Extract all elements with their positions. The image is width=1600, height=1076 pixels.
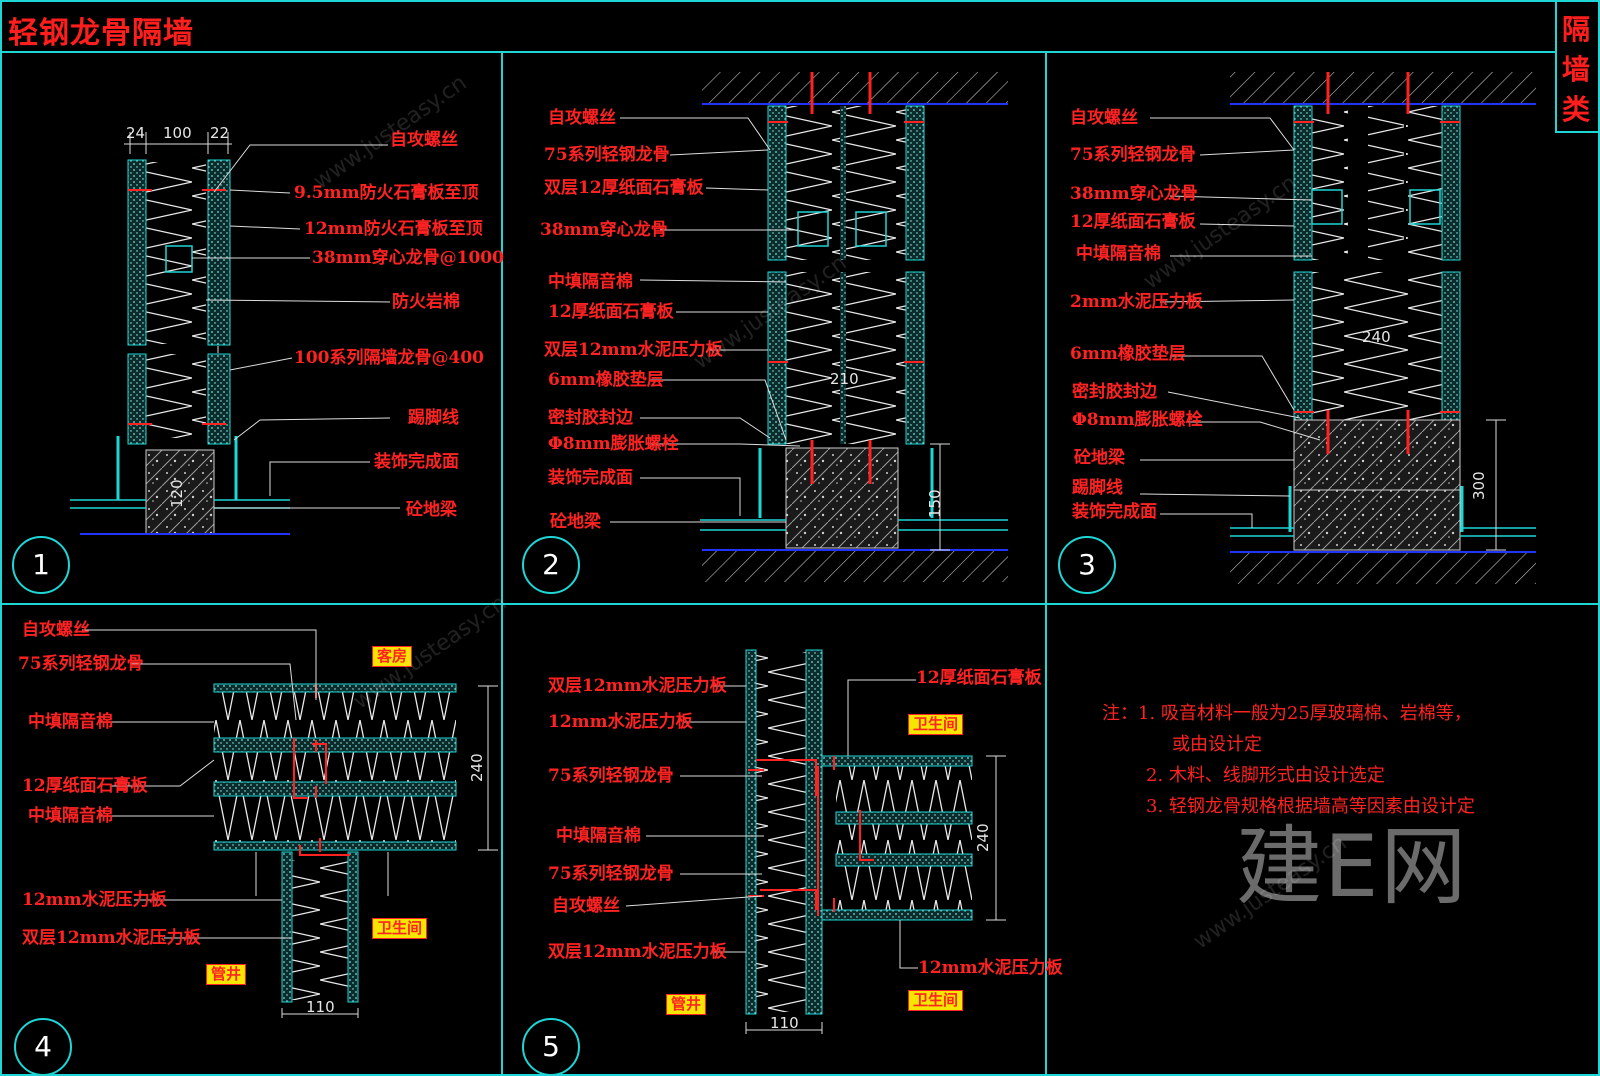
room-tag: 客房 [372,646,413,667]
p3-dim: 240 [1362,328,1391,346]
p2-dim: 150 [926,489,944,518]
p2-label: 6mm橡胶垫层 [548,370,664,390]
p5-dim: 110 [770,1014,799,1032]
p1-dim: 120 [168,479,186,508]
p3-label: 75系列轻钢龙骨 [1070,145,1196,165]
sheet-title: 轻钢龙骨隔墙 [8,16,194,51]
p5-label: 12mm水泥压力板 [918,958,1063,978]
p1-dim: 22 [210,124,230,142]
p2-dim: 210 [830,370,859,388]
p4-label: 12mm水泥压力板 [22,890,167,910]
category-title-char: 墙 [1561,53,1590,86]
p3-label: 踢脚线 [1072,478,1123,498]
detail-2-drawing [610,72,1008,582]
p2-label: 38mm穿心龙骨 [540,220,668,240]
p3-label: 装饰完成面 [1072,502,1157,522]
p4-label: 中填隔音棉 [28,712,113,732]
p1-label: 38mm穿心龙骨@1000 [312,248,504,268]
p3-label: 2mm水泥压力板 [1070,292,1203,312]
p2-label: Φ8mm膨胀螺栓 [548,434,679,454]
room-tag: 卫生间 [908,714,964,735]
p3-label: 中填隔音棉 [1076,244,1161,264]
p1-label: 12mm防火石膏板至顶 [304,219,483,239]
p5-label: 自攻螺丝 [552,896,620,916]
p4-label: 双层12mm水泥压力板 [22,928,201,948]
p4-dim: 110 [306,998,335,1016]
detail-number-5: 5 [522,1018,580,1076]
p1-label: 装饰完成面 [374,452,459,472]
p4-dim: 240 [468,753,486,782]
p1-dim: 100 [163,124,192,142]
note-line: 注：1. 吸音材料一般为25厚玻璃棉、岩棉等， [1102,703,1472,724]
p3-label: 38mm穿心龙骨 [1070,184,1198,204]
p5-dim: 240 [974,823,992,852]
detail-3-drawing [1139,72,1536,584]
detail-1-drawing [70,132,400,535]
p2-label: 12厚纸面石膏板 [548,302,674,322]
note-line: 3. 轻钢龙骨规格根据墙高等因素由设计定 [1146,796,1475,817]
room-tag: 卫生间 [372,918,428,939]
p4-label: 中填隔音棉 [28,806,113,826]
p5-label: 双层12mm水泥压力板 [548,942,727,962]
detail-4-drawing [82,629,498,1018]
p5-label: 双层12mm水泥压力板 [548,676,727,696]
note-line: 或由设计定 [1172,734,1262,755]
p5-label: 中填隔音棉 [556,826,641,846]
watermark-logo: 建E网 [1236,817,1469,917]
p3-label: 6mm橡胶垫层 [1070,344,1186,364]
p4-label: 自攻螺丝 [22,620,90,640]
p5-label: 75系列轻钢龙骨 [548,864,674,884]
p1-label: 100系列隔墙龙骨@400 [294,348,484,368]
p1-label: 9.5mm防火石膏板至顶 [294,183,479,203]
p4-label: 12厚纸面石膏板 [22,776,148,796]
p3-label: Φ8mm膨胀螺栓 [1072,410,1203,430]
p2-label: 双层12厚纸面石膏板 [544,178,704,198]
p2-label: 装饰完成面 [548,468,633,488]
category-title-char: 类 [1561,93,1590,126]
detail-number-1: 1 [12,536,70,594]
design-notes: 注：1. 吸音材料一般为25厚玻璃棉、岩棉等， 或由设计定 2. 木料、线脚形式… [1102,698,1475,822]
room-tag: 管井 [666,994,707,1015]
p2-label: 砼地梁 [550,512,601,532]
category-title-char: 隔 [1561,13,1590,46]
room-tag: 管井 [206,964,247,985]
note-line: 2. 木料、线脚形式由设计选定 [1146,765,1385,786]
p5-label: 12厚纸面石膏板 [916,668,1042,688]
p2-label: 双层12mm水泥压力板 [544,340,723,360]
p2-label: 75系列轻钢龙骨 [544,145,670,165]
p2-label: 密封胶封边 [548,408,633,428]
p1-label: 防火岩棉 [392,292,460,312]
p3-label: 自攻螺丝 [1070,108,1138,128]
detail-5-drawing [625,649,1006,1034]
p1-label: 自攻螺丝 [390,130,458,150]
detail-number-2: 2 [522,536,580,594]
p5-label: 75系列轻钢龙骨 [548,766,674,786]
p3-label: 密封胶封边 [1072,382,1157,402]
p3-dim: 300 [1470,471,1488,500]
detail-number-4: 4 [14,1018,72,1076]
p4-label: 75系列轻钢龙骨 [18,654,144,674]
p1-label: 砼地梁 [406,500,457,520]
p2-label: 中填隔音棉 [548,272,633,292]
room-tag: 卫生间 [908,990,964,1011]
p1-label: 踢脚线 [408,408,459,428]
p3-label: 砼地梁 [1074,448,1125,468]
p1-dim: 24 [126,124,146,142]
p3-label: 12厚纸面石膏板 [1070,212,1196,232]
p2-label: 自攻螺丝 [548,108,616,128]
category-title: 隔 墙 类 [1556,10,1596,130]
p5-label: 12mm水泥压力板 [548,712,693,732]
detail-number-3: 3 [1058,536,1116,594]
